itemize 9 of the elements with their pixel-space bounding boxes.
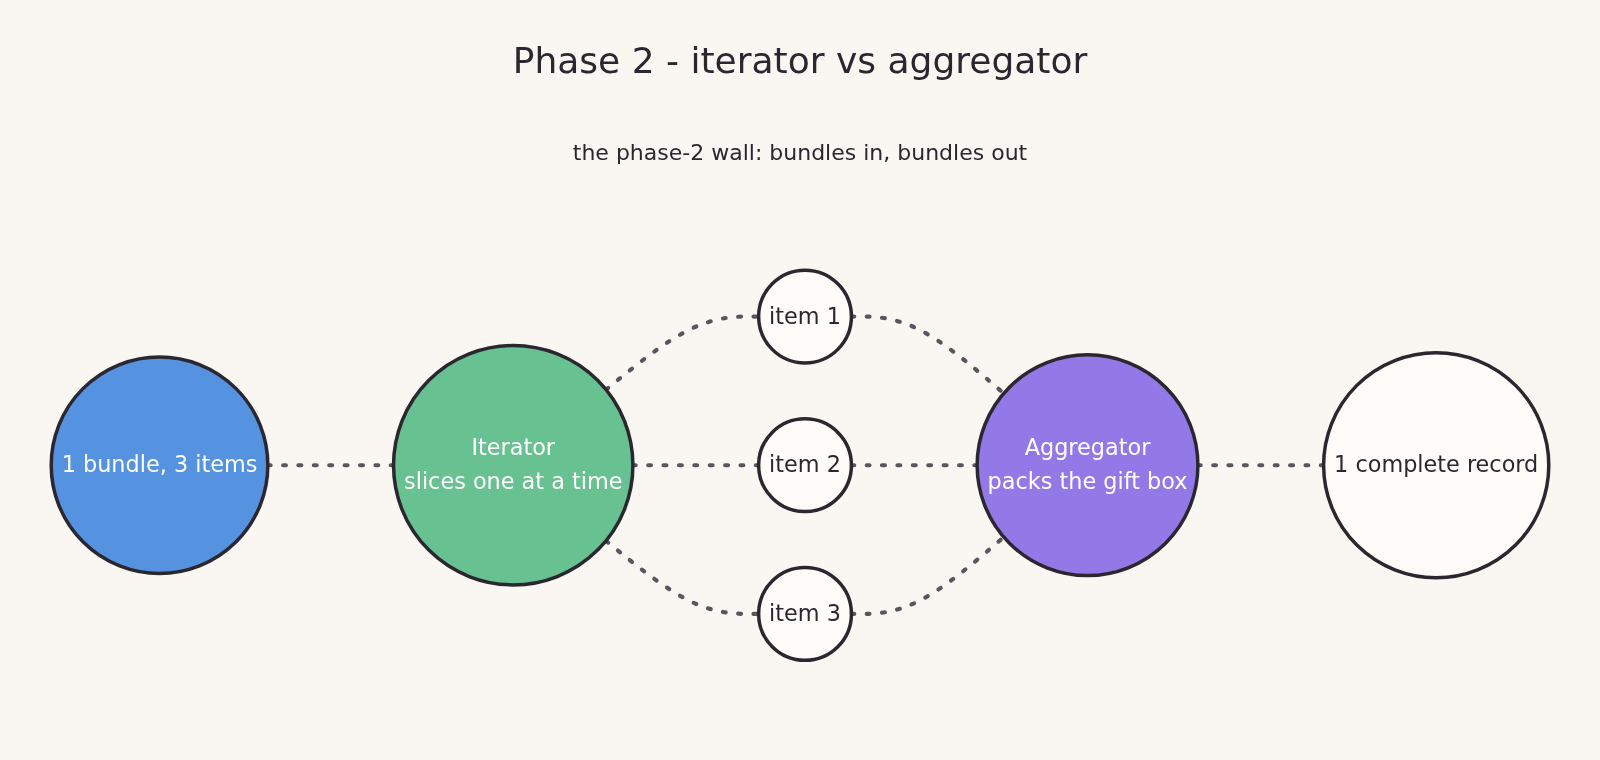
subtitle-note: the phase-2 wall: bundles in, bundles out (571, 140, 1029, 165)
diagram-title: Phase 2 - iterator vs aggregator (511, 40, 1089, 81)
node-circle: item 2 (756, 416, 854, 514)
node-circle: 1 bundle, 3 items (49, 354, 270, 576)
node-circle: Aggregator packs the gift box (975, 352, 1200, 578)
node-circle: item 1 (756, 268, 854, 365)
node-circle: item 3 (756, 565, 854, 662)
node-circle: Iterator slices one at a time (391, 343, 635, 587)
node-circle: 1 complete record (1321, 350, 1551, 580)
